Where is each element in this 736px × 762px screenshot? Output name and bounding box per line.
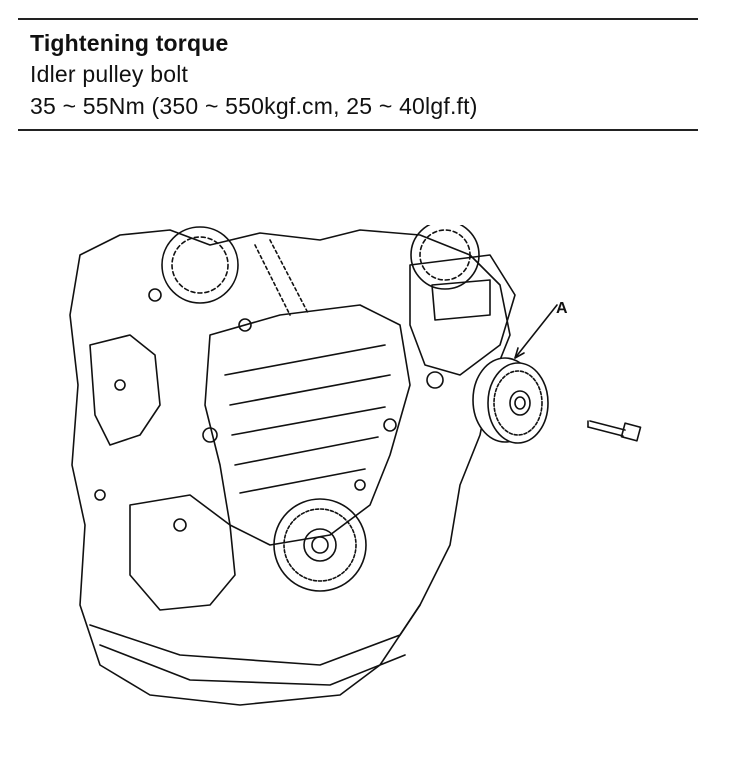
idler-pulley-bolt xyxy=(587,420,642,442)
engine-bolts xyxy=(94,288,397,532)
engine-block-outline xyxy=(69,229,511,706)
oil-pan xyxy=(89,604,421,686)
torque-value: 35 ~ 55Nm (350 ~ 550kgf.cm, 25 ~ 40lgf.f… xyxy=(30,93,478,119)
idler-bracket xyxy=(409,254,516,389)
bottom-rule xyxy=(18,129,698,131)
timing-belt xyxy=(254,239,309,316)
callout-a-label: A xyxy=(556,300,568,317)
torque-item: Idler pulley bolt xyxy=(30,61,189,87)
crankshaft-pulley xyxy=(273,498,367,592)
torque-heading: Tightening torque xyxy=(30,30,229,56)
cam-sprocket-left xyxy=(161,226,239,304)
torque-spec-block: Tightening torque Idler pulley bolt 35 ~… xyxy=(30,28,478,122)
engine-illustration: A xyxy=(60,225,660,715)
timing-belt-cover xyxy=(204,304,411,546)
cam-sprocket-right xyxy=(410,225,480,290)
idler-pulley xyxy=(472,357,549,444)
top-rule xyxy=(18,18,698,20)
callout-a: A xyxy=(514,300,568,359)
